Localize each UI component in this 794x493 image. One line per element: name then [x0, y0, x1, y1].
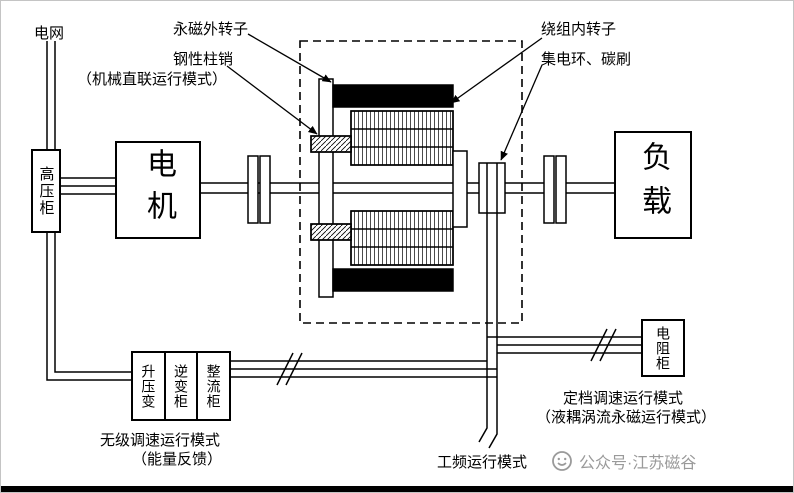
watermark: 公众号·江苏磁谷: [551, 449, 696, 473]
slip-ring-brush-callout: 集电环、碳刷: [541, 51, 632, 68]
motor-box: 电机: [115, 141, 201, 239]
pm-outer-rotor-callout: 永磁外转子: [173, 21, 249, 38]
brush-leads: [478, 213, 498, 449]
resistor-cabinet-box: 电阻柜: [641, 319, 685, 377]
rectifier-to-slipring-lines: [231, 352, 497, 386]
inner-rotor-winding-top: [350, 110, 454, 166]
power-frequency-mode-label: 工频运行模式: [437, 454, 528, 471]
rigid-pin-bottom: [310, 223, 352, 241]
high-voltage-cabinet-label: 高压柜: [37, 165, 55, 217]
shaft-flange: [452, 150, 468, 228]
load-label: 负载: [637, 141, 670, 229]
fixed-gear-mode-label: 定档调速运行模式: [563, 390, 684, 407]
cabinet-to-motor-lines: [61, 177, 115, 195]
inverter-cabinet-label: 逆变柜: [173, 363, 189, 409]
resistor-to-slipring-lines: [487, 328, 641, 362]
coupling-right: [543, 155, 567, 224]
boost-transformer-box: 升压变: [133, 353, 166, 419]
callout-leader-lines: [226, 33, 543, 161]
pm-magnet-top: [332, 84, 454, 108]
magnetic-coupler-enclosure: [299, 40, 523, 324]
coupling-left: [247, 155, 271, 224]
wechat-official-account-icon: [552, 451, 572, 471]
slip-ring-assembly: [478, 162, 506, 214]
boost-transformer-label: 升压变: [140, 363, 157, 409]
inverter-cabinet-box: 逆变柜: [166, 353, 199, 419]
mechanical-direct-mode-callout: （机械直联运行模式）: [77, 71, 228, 88]
high-voltage-cabinet-box: 高压柜: [31, 149, 61, 233]
bottom-border-bar: [1, 486, 793, 492]
stepless-mode-label: 无级调速运行模式: [100, 432, 221, 449]
rectifier-cabinet-box: 整流柜: [198, 353, 229, 419]
grid-label: 电网: [34, 25, 65, 42]
load-box: 负载: [614, 131, 692, 239]
rectifier-cabinet-label: 整流柜: [205, 363, 222, 409]
inner-rotor-winding-bottom: [350, 210, 454, 266]
pm-magnet-bottom: [332, 268, 454, 292]
outer-rotor-left-plate: [318, 78, 334, 298]
watermark-text: 公众号·江苏磁谷: [579, 455, 697, 472]
rigid-pin-callout: 钢性柱销: [173, 51, 234, 68]
wound-inner-rotor-callout: 绕组内转子: [541, 21, 617, 38]
resistor-cabinet-label: 电阻柜: [655, 325, 671, 371]
fluid-eddy-pm-mode-label: （液耦涡流永磁运行模式）: [536, 409, 717, 426]
motor-label: 电机: [142, 148, 175, 232]
energy-feedback-label: （能量反馈）: [132, 451, 223, 468]
rigid-pin-top: [310, 135, 352, 153]
converter-cabinet-group: 升压变 逆变柜 整流柜: [131, 351, 231, 421]
